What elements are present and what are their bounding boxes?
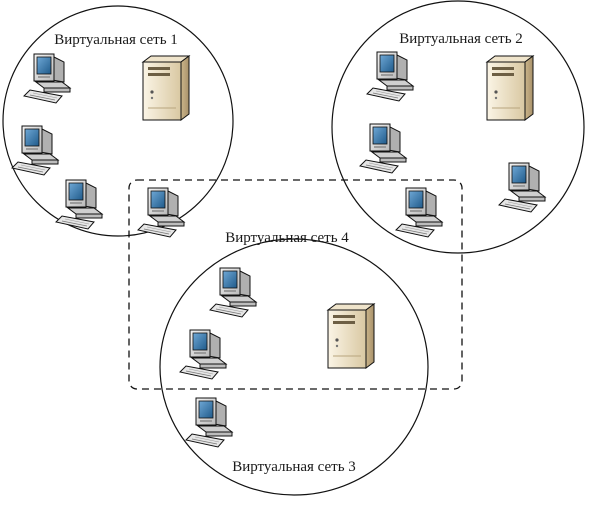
workstation-icon (498, 162, 546, 213)
network-1-label: Виртуальная сеть 1 (54, 32, 178, 48)
network-4-boundary (128, 179, 463, 390)
workstation-icon (185, 397, 233, 448)
workstation-icon (179, 329, 227, 380)
workstation-icon (359, 123, 407, 174)
network-3-boundary (159, 238, 429, 496)
network-2-label: Виртуальная сеть 2 (399, 31, 523, 47)
workstation-icon (11, 125, 59, 176)
network-3-label: Виртуальная сеть 3 (232, 459, 356, 475)
server-icon (327, 303, 375, 369)
network-4-label: Виртуальная сеть 4 (225, 230, 349, 246)
network-2-boundary (331, 0, 585, 254)
workstation-icon (23, 53, 71, 104)
server-icon (142, 55, 190, 121)
workstation-icon (366, 51, 414, 102)
workstation-icon (55, 179, 103, 230)
workstation-icon (137, 187, 185, 238)
network-1-boundary (2, 5, 234, 237)
workstation-icon (395, 187, 443, 238)
workstation-icon (209, 267, 257, 318)
server-icon (486, 55, 534, 121)
